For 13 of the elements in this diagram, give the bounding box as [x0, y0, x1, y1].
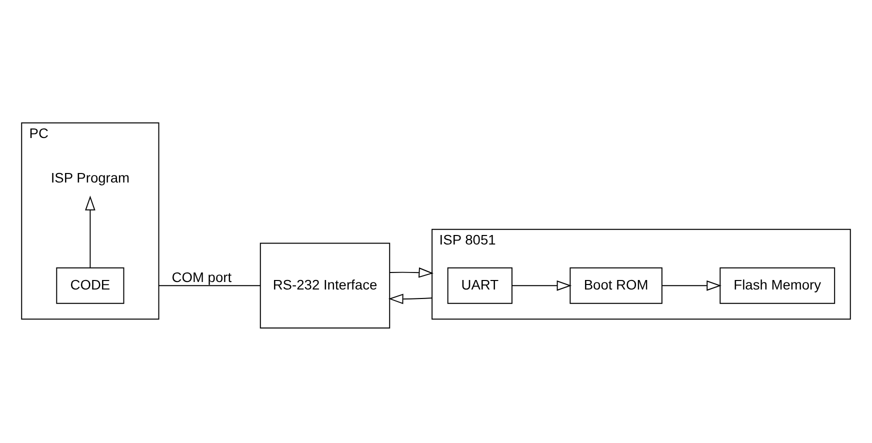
arrow [662, 280, 722, 291]
arrow [512, 280, 572, 291]
node-box: CODE [56, 267, 124, 304]
arrow [85, 196, 96, 268]
node-box: RS-232 Interface [260, 242, 390, 329]
node-box: Flash Memory [720, 267, 836, 304]
arrow [388, 294, 433, 304]
edge-label: COM port [172, 268, 232, 285]
node-text: ISP Program [50, 170, 130, 186]
connector [158, 285, 260, 286]
node-box: UART [447, 267, 512, 304]
arrow [389, 267, 434, 278]
node-box: Boot ROM [570, 267, 662, 304]
